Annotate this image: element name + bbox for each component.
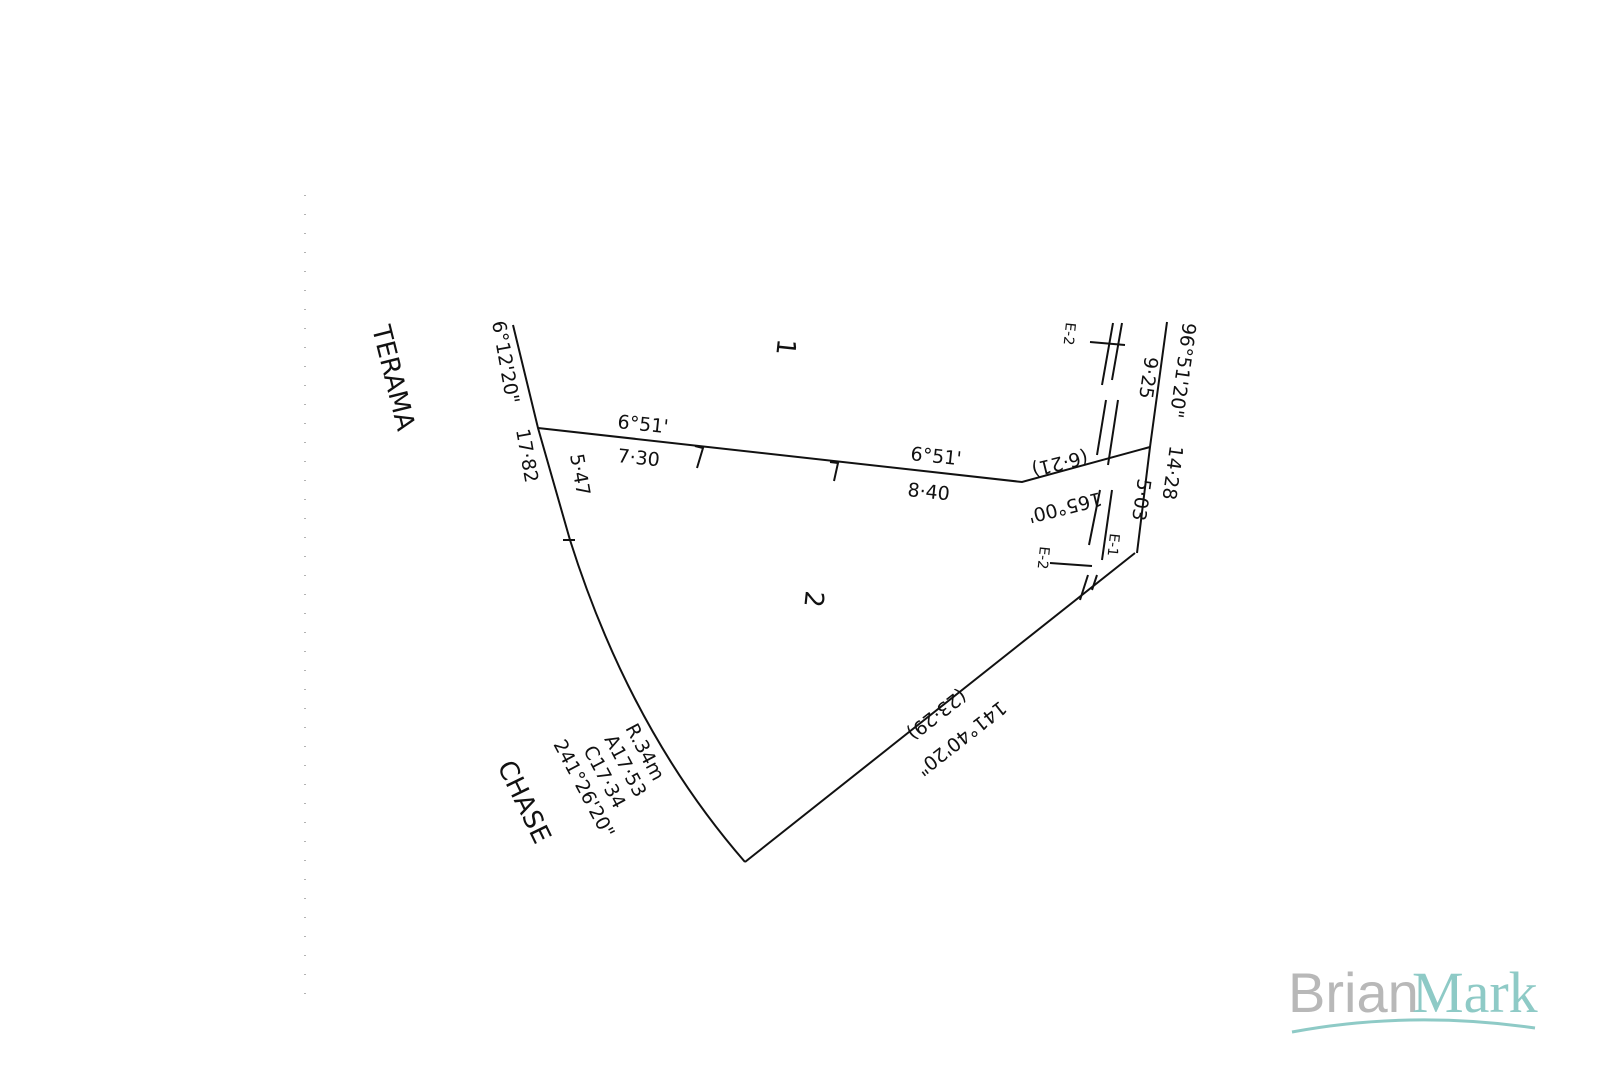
easement-e2-bottom: E-2: [1034, 546, 1052, 570]
top-length-2: 8·40: [906, 479, 950, 505]
left-lower-length: 5·47: [565, 452, 594, 497]
top-length-1: 7·30: [616, 445, 660, 471]
easement-e1: E-1: [1104, 533, 1122, 557]
top-bearing-2: 6°51': [909, 443, 962, 470]
right-bearing: 96°51'20": [1165, 321, 1200, 419]
left-bearing: 6°12'20": [487, 319, 523, 405]
diagonal-boundary: [744, 552, 1136, 863]
brianmark-logo: Brian Mark: [1288, 960, 1538, 1034]
street-terama: TERAMA: [365, 321, 420, 434]
angle-label: 165°00': [1026, 487, 1104, 527]
logo-brian: Brian: [1288, 961, 1419, 1024]
top-bearing-1: 6°51': [616, 411, 669, 438]
logo-swoosh: [1291, 1018, 1536, 1034]
curved-boundary: [569, 539, 746, 863]
street-chase: CHASE: [491, 756, 557, 849]
logo-mark: Mark: [1412, 960, 1538, 1025]
right-upper-length: 9·25: [1134, 355, 1162, 400]
division-tick-marks: [694, 445, 840, 482]
lot-1-label: 1: [769, 337, 801, 357]
right-lower-length: 5·03: [1127, 477, 1155, 522]
right-length: 14·28: [1157, 444, 1186, 501]
angled-length: (6·21): [1029, 445, 1090, 480]
easement-lines: [1049, 322, 1126, 601]
easement-e2-top: E-2: [1060, 322, 1078, 346]
left-length: 17·82: [511, 427, 542, 484]
lot-division-line: [537, 427, 1151, 484]
lot-2-label: 2: [797, 589, 829, 609]
